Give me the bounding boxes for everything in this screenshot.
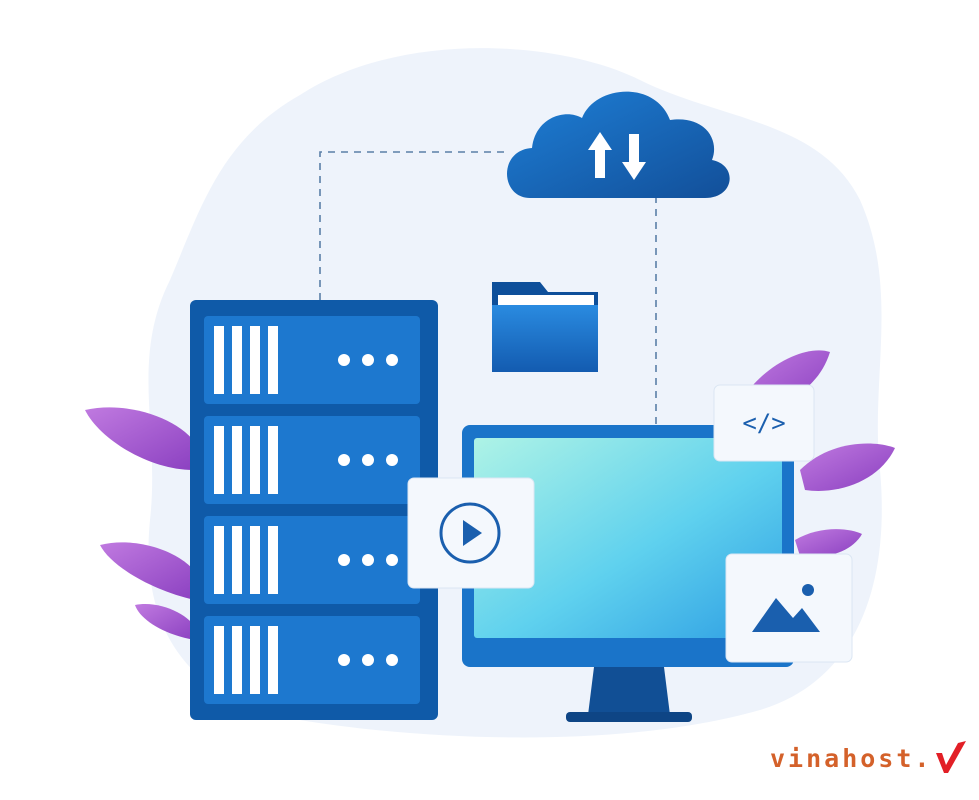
server-unit [204,416,420,504]
brand-suffix: . [914,743,933,773]
code-icon: </> [742,409,785,437]
brand-logo: vinahost. [770,738,968,778]
image-icon [752,584,820,632]
video-card [407,477,535,589]
leaf-decoration-left [85,407,200,640]
brand-name: vinahost [770,743,915,773]
server-rack [190,300,438,720]
image-card [725,553,853,663]
monitor [462,425,794,722]
server-unit [204,516,420,604]
folder-icon [492,282,598,372]
dashed-connector [319,151,657,425]
cloud-upload-download-icon [507,91,730,198]
play-icon [439,502,501,564]
server-unit [204,616,420,704]
server-unit [204,316,420,404]
checkmark-icon [936,741,967,773]
code-card: </> [713,384,815,462]
